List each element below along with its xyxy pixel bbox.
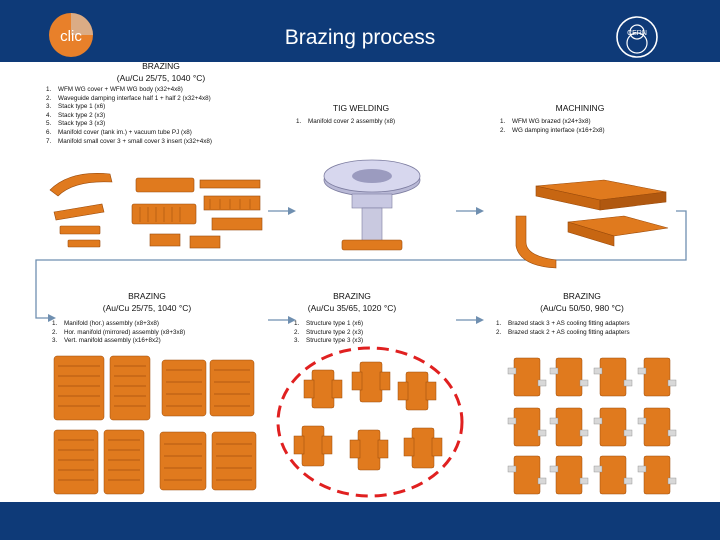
list-item: 1.Manifold (hor.) assembly (x8+3x8) xyxy=(52,320,160,327)
brazing-2-stacks-illustration xyxy=(53,355,257,495)
step-tig-welding: TIG WELDING 1.Manifold cover 2 assembly … xyxy=(296,102,446,127)
step-title: MACHINING xyxy=(555,103,605,113)
step-brazing-4: BRAZING (Au/Cu 50/50, 980 °C) 1.Brazed s… xyxy=(496,290,696,337)
list-item: 3.Vert. manifold assembly (x16+8x2) xyxy=(52,337,161,345)
list-item: 6.Manifold cover (tank im.) + vacuum tub… xyxy=(46,128,192,136)
list-item: 7.Manifold small cover 3 + small cover 3… xyxy=(46,137,212,145)
step-brazing-3: BRAZING (Au/Cu 35/65, 1020 °C) 1.Structu… xyxy=(286,290,466,346)
list-item: 2.Structure type 2 (x3) xyxy=(294,328,364,336)
list-item: 4.Stack type 2 (x3) xyxy=(46,111,106,119)
list-item: 3.Structure type 3 (x3) xyxy=(294,337,364,345)
page-title: Brazing process xyxy=(284,26,436,49)
machining-parts-illustration xyxy=(515,179,669,269)
highlight-ellipse xyxy=(276,346,464,498)
step-items: 1.WFM WG brazed (x24+3x8) 2.WG damping i… xyxy=(500,118,680,135)
list-item: 2.Waveguide damping interface half 1 + h… xyxy=(46,94,211,102)
step-subtitle: (Au/Cu 35/65, 1020 °C) xyxy=(307,303,397,313)
svg-text:clic: clic xyxy=(60,28,82,45)
tig-welding-flange-illustration xyxy=(323,159,421,251)
footer-bar xyxy=(0,502,720,540)
step-title: BRAZING xyxy=(142,61,180,71)
list-item: 5.Stack type 3 (x3) xyxy=(46,120,106,128)
step-subtitle: (Au/Cu 25/75, 1040 °C) xyxy=(116,73,206,83)
svg-text:CERN: CERN xyxy=(627,30,647,37)
step-title: BRAZING xyxy=(563,291,601,301)
list-item: 2.Brazed stack 2 + AS cooling fitting ad… xyxy=(496,328,630,336)
list-item: 2.Hor. manifold (mirrored) assembly (x8+… xyxy=(52,328,186,336)
step-machining: MACHINING 1.WFM WG brazed (x24+3x8) 2.WG… xyxy=(500,102,680,135)
brazing-4-structures-illustration xyxy=(507,357,677,495)
step-brazing-1: BRAZING (Au/Cu 25/75, 1040 °C) 1.WFM WG … xyxy=(46,60,282,146)
list-item: 1.Manifold cover 2 assembly (x8) xyxy=(296,118,396,125)
brazing-3-structures-illustration xyxy=(276,346,464,498)
header-bar: clic Brazing process CERN xyxy=(0,0,720,62)
list-item: 1.WFM WG cover + WFM WG body (x32+4x8) xyxy=(46,86,183,93)
list-item: 1.Brazed stack 3 + AS cooling fitting ad… xyxy=(496,320,630,327)
list-item: 3.Stack type 1 (x6) xyxy=(46,103,106,111)
step-subtitle: (Au/Cu 50/50, 980 °C) xyxy=(540,303,624,313)
list-item: 1.Structure type 1 (x6) xyxy=(294,320,364,327)
step-items: 1.WFM WG cover + WFM WG body (x32+4x8) 2… xyxy=(46,86,282,146)
list-item: 1.WFM WG brazed (x24+3x8) xyxy=(500,118,591,125)
step-items: 1.Structure type 1 (x6) 2.Structure type… xyxy=(286,320,466,346)
cern-logo: CERN xyxy=(616,16,658,58)
step-items: 1.Manifold cover 2 assembly (x8) xyxy=(296,118,446,127)
list-item: 2.WG damping interface (x16+2x8) xyxy=(500,126,605,134)
clic-logo: clic xyxy=(49,13,93,57)
step-title: BRAZING xyxy=(333,291,371,301)
brazing-1-parts-illustration xyxy=(49,173,263,249)
step-brazing-2: BRAZING (Au/Cu 25/75, 1040 °C) 1.Manifol… xyxy=(52,290,262,346)
step-items: 1.Manifold (hor.) assembly (x8+3x8) 2.Ho… xyxy=(52,320,262,346)
step-title: TIG WELDING xyxy=(332,103,390,113)
step-subtitle: (Au/Cu 25/75, 1040 °C) xyxy=(102,303,192,313)
step-items: 1.Brazed stack 3 + AS cooling fitting ad… xyxy=(496,320,696,337)
step-title: BRAZING xyxy=(128,291,166,301)
